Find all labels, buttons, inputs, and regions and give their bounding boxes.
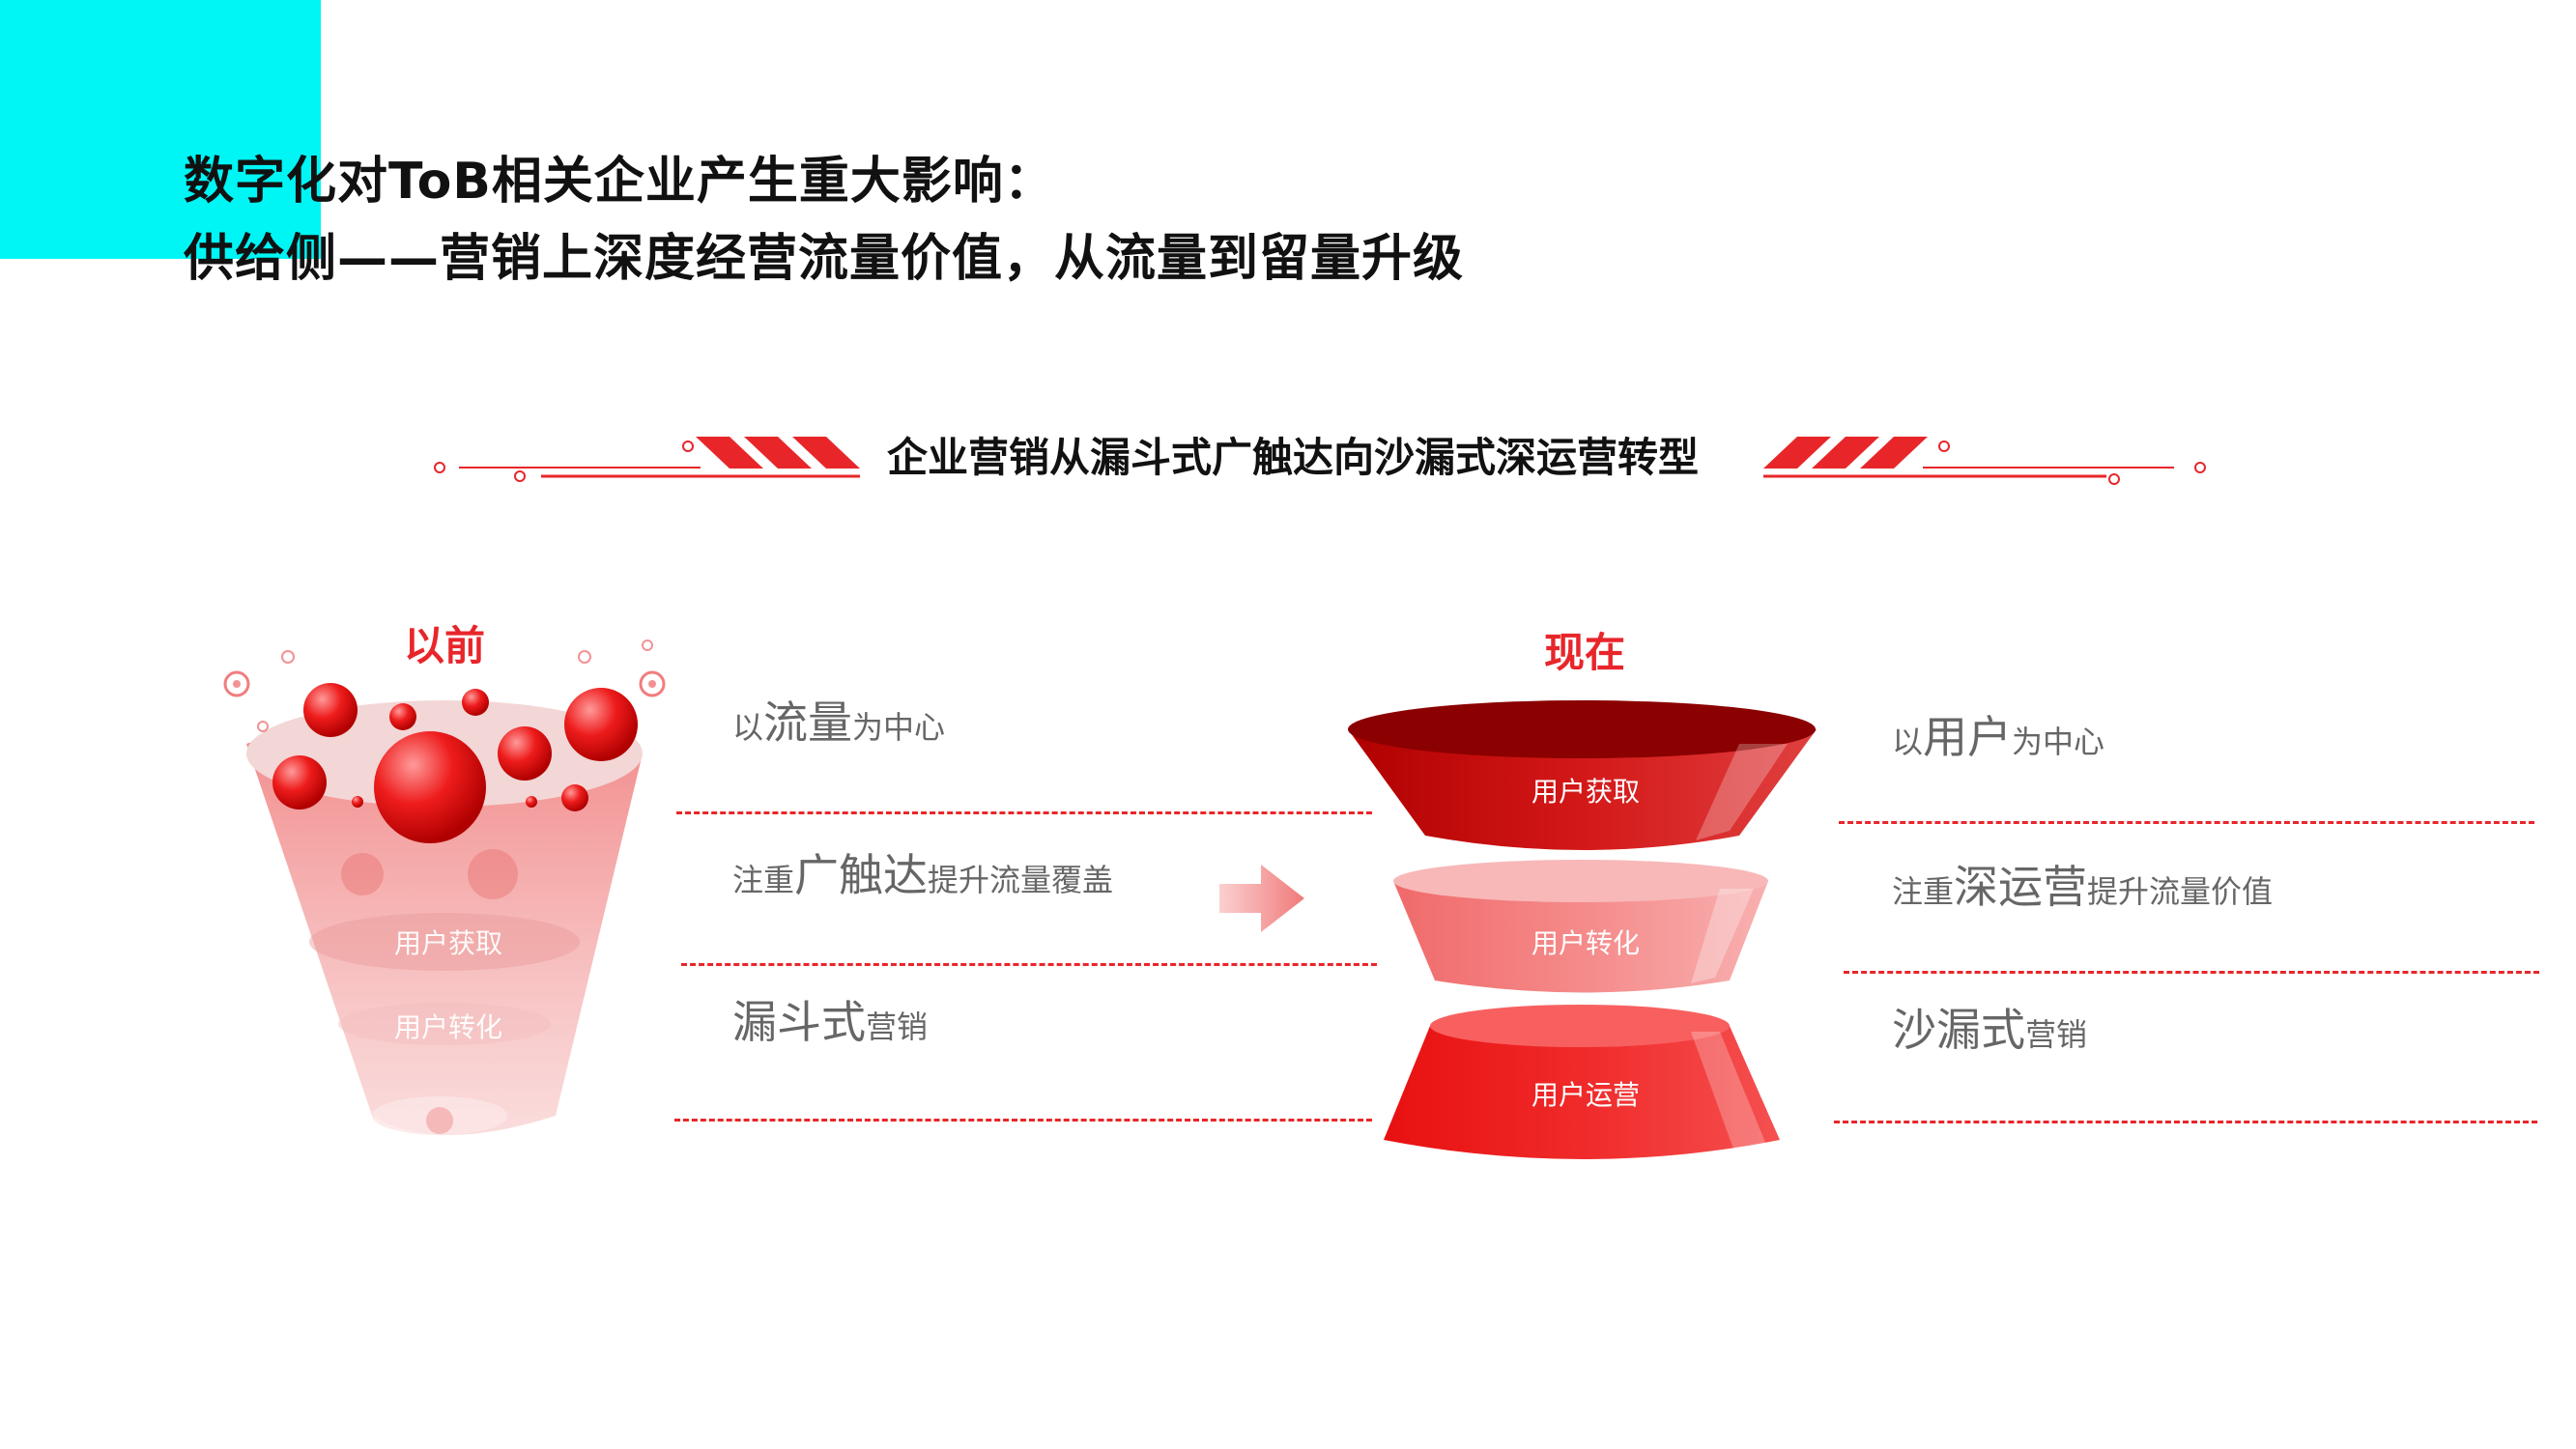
stripe-decoration-icon — [696, 437, 860, 469]
page-title: 数字化对ToB相关企业产生重大影响： 供给侧——营销上深度经营流量价值，从流量到… — [184, 143, 1464, 298]
funnel-layer-convert: 用户转化 — [394, 1011, 503, 1043]
divider — [681, 963, 1377, 966]
hourglass-layer-operate: 用户运营 — [1531, 1079, 1641, 1111]
funnel-layer-acquire: 用户获取 — [394, 927, 503, 959]
before-row-3: 漏斗式营销 — [732, 996, 929, 1048]
stripe-decoration-icon — [1763, 437, 1928, 469]
divider — [676, 811, 1372, 814]
after-row-2: 注重深运营提升流量价值 — [1892, 861, 2274, 913]
before-label: 以前 — [404, 622, 486, 669]
bubble-icon — [223, 639, 666, 1134]
after-row-3: 沙漏式营销 — [1892, 1004, 2088, 1056]
divider — [1839, 821, 2534, 824]
divider — [1834, 1121, 2537, 1123]
after-row-1: 以用户为中心 — [1892, 711, 2105, 763]
title-line-2: 供给侧——营销上深度经营流量价值，从流量到留量升级 — [184, 230, 1465, 288]
banner-title: 企业营销从漏斗式广触达向沙漏式深运营转型 — [887, 434, 1700, 481]
corner-accent-block — [0, 0, 321, 259]
hourglass-layer-acquire: 用户获取 — [1531, 776, 1641, 808]
before-row-2: 注重广触达提升流量覆盖 — [732, 849, 1114, 901]
before-row-1: 以流量为中心 — [732, 696, 946, 749]
divider — [1844, 971, 2539, 974]
divider — [674, 1119, 1372, 1122]
after-label: 现在 — [1544, 629, 1626, 676]
title-line-1: 数字化对ToB相关企业产生重大影响： — [184, 153, 1055, 211]
hourglass-layer-convert: 用户转化 — [1531, 927, 1641, 959]
